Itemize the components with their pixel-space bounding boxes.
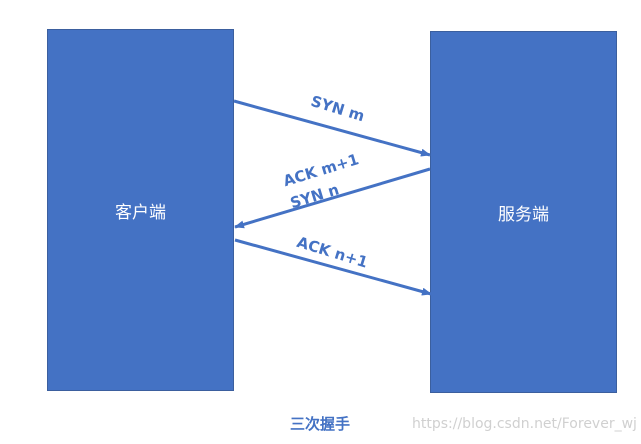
client-label: 客户端 bbox=[115, 202, 166, 223]
client-box: 客户端 bbox=[47, 29, 234, 391]
ack-n1-arrow bbox=[234, 238, 432, 296]
syn-m-arrow bbox=[233, 99, 431, 157]
watermark: https://blog.csdn.net/Forever_wj bbox=[412, 416, 637, 432]
server-label: 服务端 bbox=[498, 204, 549, 225]
diagram-caption: 三次握手 bbox=[290, 415, 351, 433]
server-box: 服务端 bbox=[430, 31, 617, 393]
ack-syn-arrow bbox=[234, 167, 431, 229]
